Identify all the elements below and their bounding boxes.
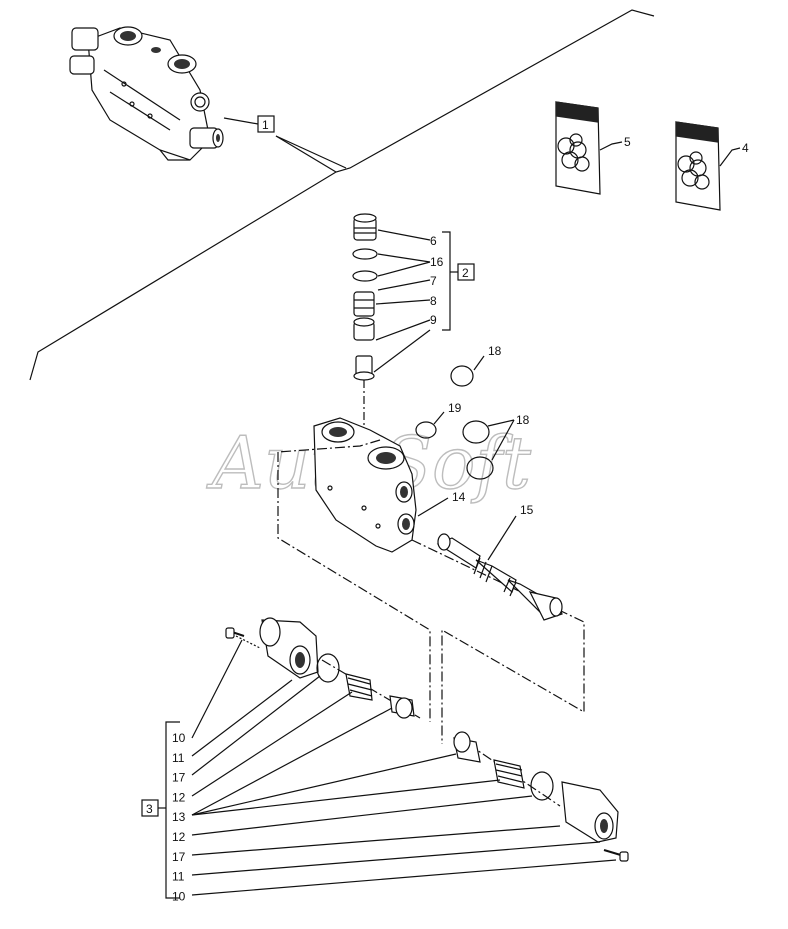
callout-2: 2 bbox=[462, 266, 469, 280]
callout-16: 16 bbox=[430, 255, 444, 269]
dashed-frame-left bbox=[277, 452, 431, 722]
callout-box-1 bbox=[257, 115, 275, 133]
leader-18a bbox=[473, 355, 485, 371]
callout-14: 14 bbox=[452, 490, 466, 504]
seal-kit-bag-4 bbox=[675, 121, 721, 211]
callout-18-top: 18 bbox=[488, 344, 502, 358]
o-ring-19 bbox=[415, 421, 437, 439]
group-3-label: 12 bbox=[172, 790, 186, 804]
leader-10-top bbox=[191, 639, 243, 739]
leader-1b bbox=[275, 135, 347, 169]
callout-1: 1 bbox=[262, 118, 269, 132]
leader-13c bbox=[191, 779, 501, 816]
leader-17-bot bbox=[191, 825, 561, 856]
group-3-label: 17 bbox=[172, 771, 186, 785]
callout-6: 6 bbox=[430, 234, 437, 248]
callout-3: 3 bbox=[146, 802, 153, 816]
bracket-2 bbox=[442, 231, 451, 331]
leader-16b bbox=[377, 261, 431, 277]
leader-17-top bbox=[191, 675, 321, 776]
spool bbox=[436, 533, 563, 621]
leader-18c bbox=[491, 419, 515, 461]
leader-11-bot bbox=[191, 841, 601, 876]
callout-7: 7 bbox=[430, 274, 437, 288]
leader-13b bbox=[191, 753, 457, 816]
callout-4: 4 bbox=[742, 141, 749, 155]
section-boundary-line bbox=[29, 9, 655, 381]
leader-15 bbox=[487, 515, 517, 561]
o-ring-18-top bbox=[450, 365, 474, 387]
leader-4 bbox=[719, 147, 741, 167]
seal-kit-bag-5 bbox=[555, 101, 601, 195]
callout-9: 9 bbox=[430, 313, 437, 327]
leader-13a bbox=[191, 707, 393, 816]
callout-8: 8 bbox=[430, 294, 437, 308]
group-3-label: 12 bbox=[172, 830, 186, 844]
leader-8 bbox=[375, 299, 431, 305]
group-3-label: 10 bbox=[172, 731, 186, 745]
leader-1 bbox=[223, 117, 259, 125]
leader-9 bbox=[375, 319, 431, 341]
callout-19: 19 bbox=[448, 401, 462, 415]
left-end-cap-parts bbox=[225, 617, 415, 719]
leader-6 bbox=[377, 229, 431, 241]
bracket-3 bbox=[165, 721, 180, 899]
leader-5 bbox=[599, 141, 623, 151]
group-3-label: 13 bbox=[172, 810, 186, 824]
leader-12-top bbox=[191, 691, 353, 797]
leader-19 bbox=[433, 411, 445, 425]
leader-16a bbox=[377, 253, 431, 263]
o-ring-18-mid bbox=[462, 420, 490, 444]
valve-assembly-overview bbox=[69, 26, 224, 161]
callout-5: 5 bbox=[624, 135, 631, 149]
leader-1c bbox=[275, 135, 337, 173]
group-3-label: 11 bbox=[172, 870, 185, 884]
leader-18b bbox=[487, 419, 515, 427]
group-3-label: 10 bbox=[172, 889, 186, 903]
leader-14 bbox=[417, 497, 449, 517]
leader-7 bbox=[377, 279, 431, 291]
right-end-cap-parts bbox=[453, 731, 629, 862]
group-3-label: 11 bbox=[172, 751, 185, 765]
relief-valve-parts bbox=[352, 213, 378, 381]
group-3-label: 17 bbox=[172, 850, 186, 864]
callout-18-mid: 18 bbox=[516, 413, 530, 427]
callout-box-2 bbox=[457, 263, 475, 281]
leader-12-bot bbox=[191, 795, 533, 836]
o-ring-18-low bbox=[466, 456, 494, 480]
leader-10-bot bbox=[191, 859, 617, 896]
leader-11-top bbox=[191, 679, 293, 757]
callout-15: 15 bbox=[520, 503, 534, 517]
callout-box-3 bbox=[141, 799, 159, 817]
valve-section-body bbox=[313, 417, 417, 553]
group-3-labels: 10 11 17 12 13 12 17 11 10 bbox=[172, 731, 186, 903]
leader-9b bbox=[373, 329, 431, 373]
dashed-frame-top bbox=[277, 439, 381, 453]
